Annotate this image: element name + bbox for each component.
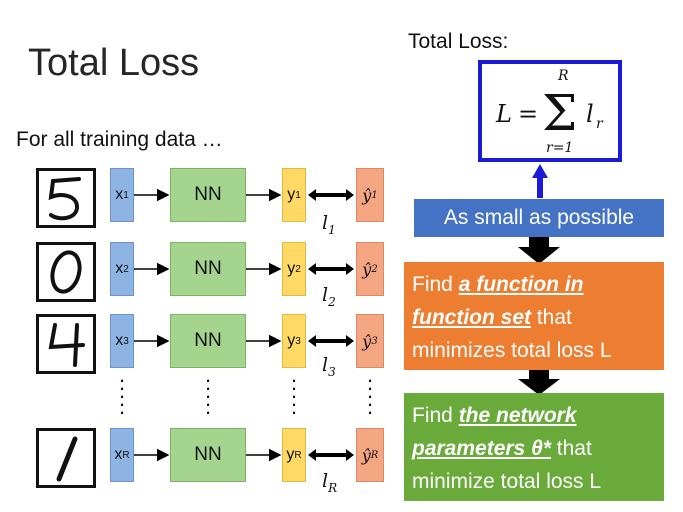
step-text-pre: Find: [412, 273, 459, 296]
digit-image: [36, 168, 96, 228]
sum-formula: L = Σ R r=1 l r: [495, 68, 604, 156]
handwritten-digit-5: [48, 177, 81, 221]
formula-lower: r=1: [546, 140, 573, 156]
sigma-icon: Σ: [542, 84, 577, 142]
double-arrow-icon: [308, 189, 354, 201]
step-emphasis: a function in: [458, 273, 584, 296]
formula-lhs: L: [495, 100, 512, 128]
step-emphasis: the network: [458, 404, 577, 427]
total-loss-label: Total Loss:: [408, 30, 509, 53]
loss-label: l2: [322, 284, 336, 309]
ellipsis-vertical-icon: ·····: [204, 367, 212, 424]
arrow-down-icon: [518, 237, 560, 264]
step-text-post: that: [550, 437, 592, 460]
formula-term: l: [586, 100, 594, 128]
ellipsis-vertical-icon: ·····: [366, 367, 374, 424]
loss-double-arrows: [308, 189, 354, 461]
handwritten-digit-0: [50, 250, 82, 294]
arrow-up-icon: [532, 164, 548, 198]
ellipsis-vertical-icon: ·····: [118, 367, 126, 424]
step-text-line3: minimize total loss L: [412, 470, 602, 493]
double-arrow-icon: [308, 263, 354, 275]
step-find-network: Find the network parameters θ* that mini…: [404, 393, 664, 501]
row-arrows: [134, 188, 282, 462]
arrow-down-icon: [518, 370, 560, 395]
ellipsis-vertical-icon: ·····: [290, 367, 298, 424]
formula-term-sub: r: [596, 116, 604, 132]
subtitle: For all training data …: [16, 128, 223, 151]
formula-upper: R: [557, 68, 569, 84]
step-emphasis: parameters θ*: [412, 437, 551, 460]
page-title: Total Loss: [28, 42, 200, 84]
handwritten-digit-1: [56, 436, 78, 482]
loss-label: l1: [322, 212, 336, 237]
step-text-line3: minimizes total loss L: [412, 339, 612, 362]
digit-image: [36, 428, 96, 488]
digit-image: [36, 242, 96, 302]
step-text-pre: Find: [412, 404, 459, 427]
step-emphasis: function set: [412, 306, 531, 329]
formula-eq: =: [518, 100, 538, 128]
double-arrow-icon: [308, 335, 354, 347]
nn-block: NN: [170, 428, 246, 482]
digit-image: [36, 314, 96, 374]
nn-block: NN: [170, 314, 246, 368]
step-find-function: Find a function in function set that min…: [404, 262, 664, 370]
handwritten-digit-4: [48, 323, 85, 367]
step-text-post: that: [531, 306, 572, 329]
nn-block: NN: [170, 168, 246, 222]
loss-label: lR: [322, 470, 338, 495]
step-small: As small as possible: [414, 199, 664, 237]
formula-box: L = Σ R r=1 l r: [478, 60, 622, 162]
nn-block: NN: [170, 242, 246, 296]
double-arrow-icon: [308, 449, 354, 461]
loss-label: l3: [322, 354, 336, 379]
